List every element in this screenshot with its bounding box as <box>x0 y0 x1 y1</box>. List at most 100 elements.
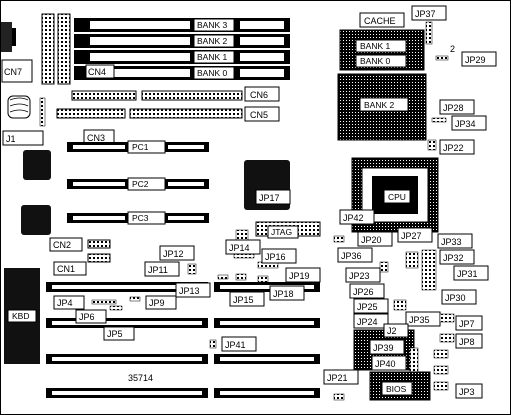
jp3-label: JP3 <box>459 387 475 397</box>
jp34-label: JP34 <box>455 119 476 129</box>
jp12-label: JP12 <box>163 249 184 259</box>
j2-label: J2 <box>387 326 397 336</box>
bank1-top-label: BANK 1 <box>197 52 228 62</box>
cn3-label: CN3 <box>87 133 105 143</box>
cn5-label: CN5 <box>250 110 268 120</box>
jp28-callout: JP28 <box>439 99 475 115</box>
jp23-label: JP23 <box>349 271 370 281</box>
cn1-header <box>87 253 111 263</box>
jp22-label: JP22 <box>443 143 464 153</box>
jp31-label: JP31 <box>457 269 478 279</box>
jp17-callout: JP17 <box>255 189 291 205</box>
pc2-slot: PC2 <box>67 177 209 191</box>
jp27-label: JP27 <box>401 231 422 241</box>
j1-callout: J1 <box>2 130 44 146</box>
jp41-callout: JP41 <box>221 336 257 352</box>
cn5-callout: CN5 <box>244 106 280 122</box>
cn6-header <box>141 90 243 101</box>
cpu-label: CPU <box>388 192 406 202</box>
bank2-top-label: BANK 2 <box>197 36 228 46</box>
jp8-label: JP8 <box>459 337 475 347</box>
bank3-label: BANK 3 <box>197 20 228 30</box>
ic-chip-2 <box>21 205 51 235</box>
jp3-callout: JP3 <box>455 383 483 399</box>
jp7-label: JP7 <box>459 319 475 329</box>
jp33-callout: JP33 <box>437 233 473 249</box>
jp21-label: JP21 <box>327 373 348 383</box>
jp4-callout: JP4 <box>53 295 85 310</box>
cn4-header <box>71 90 137 101</box>
jp25-callout: JP25 <box>353 298 389 314</box>
bank0-right-label: BANK 0 <box>360 56 391 66</box>
pc3-label: PC3 <box>132 213 149 223</box>
bank2-right-block: BANK 2 <box>337 73 427 141</box>
jp40-callout: JP40 <box>371 355 407 371</box>
jp31-callout: JP31 <box>453 265 489 281</box>
pc3-slot: PC3 <box>67 211 209 225</box>
board-number: 35714 <box>128 373 153 383</box>
jtag-callout: JTAG <box>267 225 299 239</box>
j2-callout: J2 <box>383 323 409 338</box>
jp23-callout: JP23 <box>345 267 381 283</box>
jp11-label: JP11 <box>148 265 168 275</box>
j1-header <box>39 97 46 127</box>
jp35-label: JP35 <box>409 315 430 325</box>
pc2-label: PC2 <box>132 179 149 189</box>
jp17-label: JP17 <box>259 193 280 203</box>
bios-chip: BIOS <box>369 371 431 401</box>
jp15-label: JP15 <box>233 295 254 305</box>
jp26-label: JP26 <box>353 287 374 297</box>
jp18-label: JP18 <box>273 289 294 299</box>
jp25-label: JP25 <box>357 302 378 312</box>
pc1-slot: PC1 <box>67 140 209 154</box>
cache-callout: CACHE <box>359 12 405 28</box>
cn4-callout: CN4 <box>85 64 115 79</box>
jp9-callout: JP9 <box>145 295 177 310</box>
cn2-callout: CN2 <box>49 237 83 252</box>
jp39-label: JP39 <box>373 343 394 353</box>
jp29-label: JP29 <box>465 55 486 65</box>
jp33-label: JP33 <box>441 237 462 247</box>
jp18-callout: JP18 <box>269 285 305 301</box>
jp20-callout: JP20 <box>357 231 393 247</box>
jp6-callout: JP6 <box>75 309 107 324</box>
jp34-callout: JP34 <box>451 115 487 131</box>
kbd-connector: KBD <box>4 268 40 364</box>
cn3-callout: CN3 <box>83 129 115 145</box>
jp26-callout: JP26 <box>349 283 385 299</box>
jp30-label: JP30 <box>445 293 466 303</box>
jtag-label: JTAG <box>271 227 292 237</box>
jp24-label: JP24 <box>357 317 378 327</box>
jp32-label: JP32 <box>443 253 464 263</box>
kbd-label: KBD <box>12 311 29 321</box>
right-jumper-column <box>433 313 455 391</box>
jp16-label: JP16 <box>265 252 286 262</box>
jp35-callout: JP35 <box>405 311 441 327</box>
j1-label: J1 <box>6 134 16 144</box>
cn7-label: CN7 <box>4 67 22 77</box>
jp15-callout: JP15 <box>229 291 265 307</box>
jp5-label: JP5 <box>107 329 123 339</box>
cn2-label: CN2 <box>53 240 71 250</box>
jp24-callout: JP24 <box>353 313 389 329</box>
jp21-callout: JP21 <box>323 369 359 385</box>
cn2-header <box>87 239 111 249</box>
jp27-callout: JP27 <box>397 227 433 243</box>
jp7-callout: JP7 <box>455 315 483 331</box>
num2-label: 2 <box>450 44 455 54</box>
jp40-label: JP40 <box>375 359 396 369</box>
cn1-label: CN1 <box>57 264 75 274</box>
jp22-callout: JP22 <box>439 139 475 155</box>
battery <box>7 95 31 119</box>
jp28-label: JP28 <box>443 103 464 113</box>
jp29-callout: JP29 <box>461 51 497 67</box>
cn6-label: CN6 <box>250 90 268 100</box>
cache-label: CACHE <box>364 16 396 26</box>
jp37-label: JP37 <box>415 9 436 19</box>
jp19-callout: JP19 <box>285 267 321 283</box>
jp42-label: JP42 <box>343 213 364 223</box>
jp39-callout: JP39 <box>369 339 405 355</box>
bank0-top-label: BANK 0 <box>197 68 228 78</box>
jp8-callout: JP8 <box>455 333 483 349</box>
jp41-label: JP41 <box>225 340 246 350</box>
